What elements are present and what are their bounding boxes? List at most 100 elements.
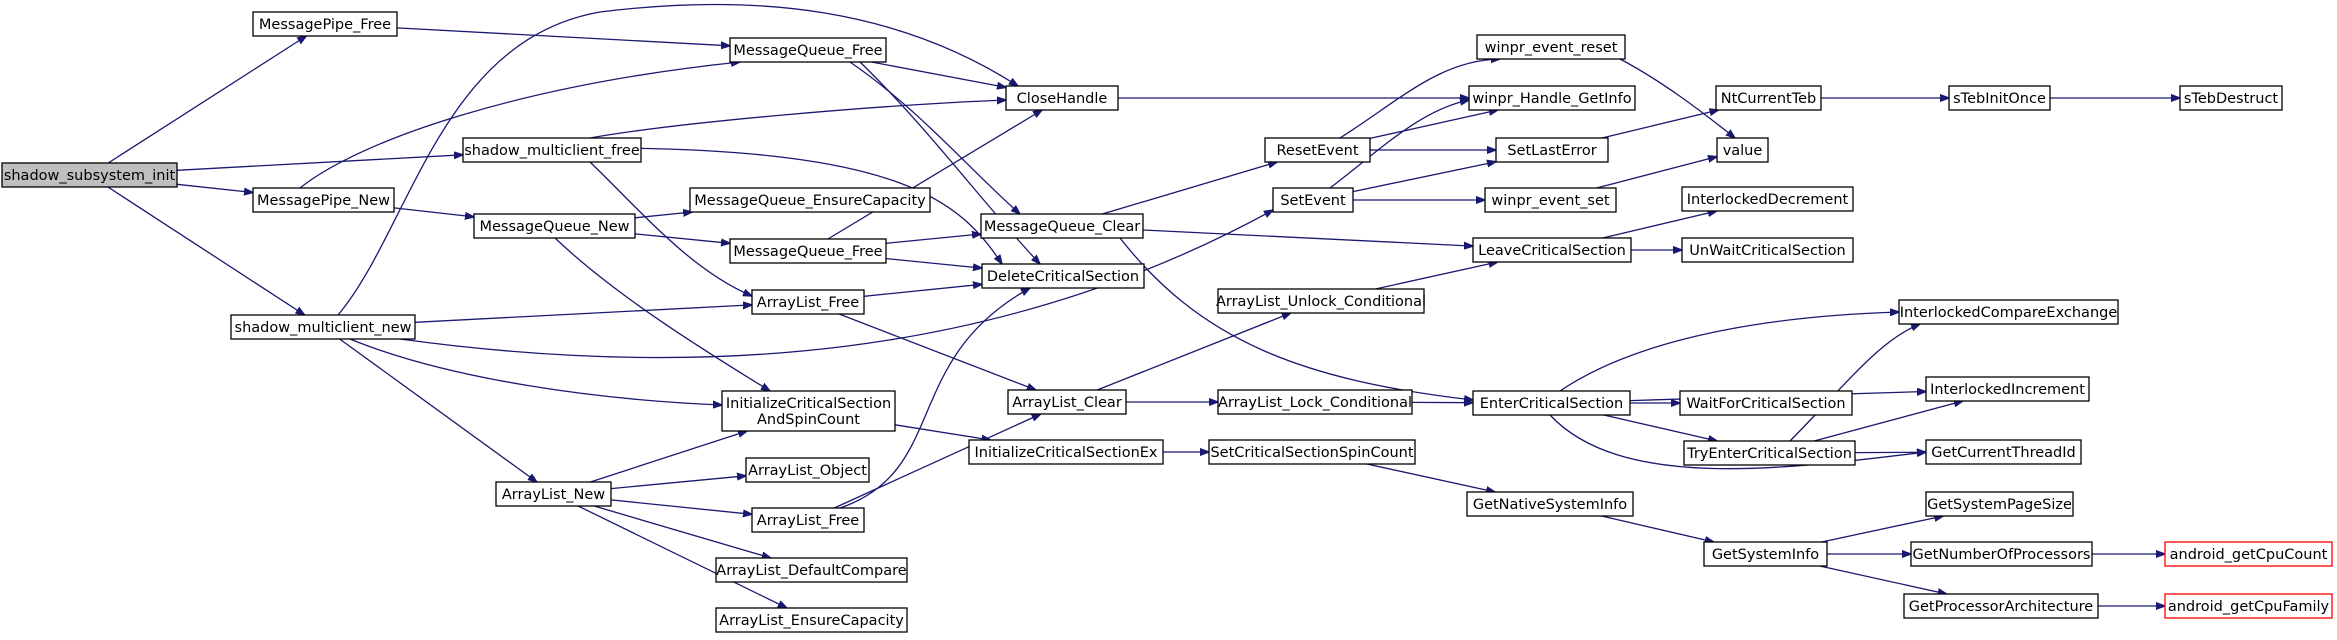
node-box xyxy=(729,238,887,264)
edge-ArrayList_Free_1-to-DeleteCriticalSection xyxy=(863,284,982,297)
nodes-layer: shadow_subsystem_init MessagePipe_Freesha… xyxy=(1,11,2333,633)
node-MessageQueue_Free_1[interactable]: MessageQueue_Free xyxy=(729,37,887,63)
edge-MessagePipe_Free-to-MessageQueue_Free_1 xyxy=(396,27,730,46)
edge-ArrayList_New-to-ArrayList_Object xyxy=(610,476,746,490)
node-ArrayList_DefaultCompare[interactable]: ArrayList_DefaultCompare xyxy=(715,557,908,583)
node-box xyxy=(1264,137,1371,163)
node-GetNativeSystemInfo[interactable]: GetNativeSystemInfo xyxy=(1466,491,1634,517)
node-winpr_event_set[interactable]: winpr_event_set xyxy=(1484,187,1617,213)
node-box xyxy=(2164,541,2333,567)
node-box xyxy=(2179,85,2283,111)
node-ArrayList_Lock_Conditional[interactable]: ArrayList_Lock_Conditional xyxy=(1217,389,1413,415)
node-InterlockedIncrement[interactable]: InterlockedIncrement xyxy=(1925,376,2090,402)
node-ArrayList_EnsureCapacity[interactable]: ArrayList_EnsureCapacity xyxy=(715,607,908,633)
node-ArrayList_Free_2[interactable]: ArrayList_Free xyxy=(751,507,865,533)
node-sTebDestruct[interactable]: sTebDestruct xyxy=(2179,85,2283,111)
node-InitializeCriticalSectionEx[interactable]: InitializeCriticalSectionEx xyxy=(968,439,1164,465)
node-WaitForCriticalSection[interactable]: WaitForCriticalSection xyxy=(1679,390,1853,416)
node-box xyxy=(729,37,887,63)
node-label: MessagePipe_New xyxy=(257,193,390,209)
node-DeleteCriticalSection[interactable]: DeleteCriticalSection xyxy=(981,263,1145,289)
node-EnterCriticalSection[interactable]: EnterCriticalSection xyxy=(1472,390,1631,416)
node-MessageQueue_New[interactable]: MessageQueue_New xyxy=(473,213,636,239)
node-value[interactable]: value xyxy=(1716,137,1769,163)
node-GetCurrentThreadId[interactable]: GetCurrentThreadId xyxy=(1925,439,2082,465)
node-label: EnterCriticalSection xyxy=(1480,396,1624,412)
edge-MessageQueue_Free_1-to-DeleteCriticalSection xyxy=(859,61,1040,264)
node-GetSystemPageSize[interactable]: GetSystemPageSize xyxy=(1925,491,2074,517)
node-label: ArrayList_Clear xyxy=(1012,395,1122,411)
node-CloseHandle[interactable]: CloseHandle xyxy=(1005,85,1119,111)
edge-SetEvent-to-SetLastError xyxy=(1352,162,1496,193)
node-ArrayList_Object[interactable]: ArrayList_Object xyxy=(745,457,870,483)
edge-MessageQueue_New-to-MessageQueue_Free_2 xyxy=(634,233,730,243)
node-box xyxy=(2164,593,2333,619)
edge-ArrayList_Free_1-to-ArrayList_Clear xyxy=(838,313,1036,390)
node-MessagePipe_New[interactable]: MessagePipe_New xyxy=(252,187,395,213)
node-box xyxy=(980,213,1144,239)
node-shadow_subsystem_init[interactable]: shadow_subsystem_init xyxy=(1,162,178,188)
node-box xyxy=(968,439,1164,465)
node-box xyxy=(495,481,612,507)
node-android_getCpuCount[interactable]: android_getCpuCount xyxy=(2164,541,2333,567)
node-label: ArrayList_DefaultCompare xyxy=(716,563,906,579)
node-NtCurrentTeb[interactable]: NtCurrentTeb xyxy=(1715,85,1822,111)
node-UnWaitCriticalSection[interactable]: UnWaitCriticalSection xyxy=(1681,237,1854,263)
node-MessageQueue_Free_2[interactable]: MessageQueue_Free xyxy=(729,238,887,264)
node-MessageQueue_Clear[interactable]: MessageQueue_Clear xyxy=(980,213,1144,239)
node-box xyxy=(1903,593,2099,619)
node-MessageQueue_EnsureCapacity[interactable]: MessageQueue_EnsureCapacity xyxy=(689,187,931,213)
node-LeaveCriticalSection[interactable]: LeaveCriticalSection xyxy=(1472,237,1632,263)
node-MessagePipe_Free[interactable]: MessagePipe_Free xyxy=(252,11,398,37)
node-SetEvent[interactable]: SetEvent xyxy=(1272,187,1354,213)
node-box xyxy=(1703,541,1828,567)
node-label: ArrayList_New xyxy=(502,487,605,503)
node-winpr_Handle_GetInfo[interactable]: winpr_Handle_GetInfo xyxy=(1468,85,1636,111)
node-GetSystemInfo[interactable]: GetSystemInfo xyxy=(1703,541,1828,567)
node-box xyxy=(473,213,636,239)
node-box xyxy=(1468,85,1636,111)
node-InterlockedDecrement[interactable]: InterlockedDecrement xyxy=(1681,186,1854,212)
edge-SetLastError-to-NtCurrentTeb xyxy=(1601,110,1719,139)
node-label: ArrayList_Lock_Conditional xyxy=(1218,395,1412,411)
node-GetProcessorArchitecture[interactable]: GetProcessorArchitecture xyxy=(1903,593,2099,619)
edge-ResetEvent-to-winpr_event_reset xyxy=(1339,59,1500,139)
node-InterlockedCompareExchange[interactable]: InterlockedCompareExchange xyxy=(1898,299,2119,325)
edge-TryEnterCriticalSection-to-InterlockedIncrement xyxy=(1813,401,1963,442)
node-SetLastError[interactable]: SetLastError xyxy=(1495,137,1609,163)
node-label: GetNativeSystemInfo xyxy=(1473,497,1627,513)
node-shadow_multiclient_free[interactable]: shadow_multiclient_free xyxy=(462,137,642,163)
node-box xyxy=(1495,137,1609,163)
node-shadow_multiclient_new[interactable]: shadow_multiclient_new xyxy=(230,314,416,340)
edge-MessageQueue_Free_1-to-MessageQueue_Clear xyxy=(849,61,1020,214)
node-ResetEvent[interactable]: ResetEvent xyxy=(1264,137,1371,163)
node-label: sTebDestruct xyxy=(2184,91,2279,107)
edge-ArrayList_New-to-ArrayList_EnsureCapacity xyxy=(577,505,787,608)
edge-MessagePipe_New-to-MessageQueue_Free_1 xyxy=(299,62,740,189)
edge-shadow_multiclient_new-to-CloseHandle xyxy=(337,3,1018,316)
node-winpr_event_reset[interactable]: winpr_event_reset xyxy=(1476,34,1626,60)
node-ArrayList_Unlock_Conditional[interactable]: ArrayList_Unlock_Conditional xyxy=(1216,288,1426,314)
edge-MessageQueue_Free_1-to-CloseHandle xyxy=(871,61,1007,87)
node-label: android_getCpuFamily xyxy=(2168,599,2330,615)
node-ArrayList_Free_1[interactable]: ArrayList_Free xyxy=(751,289,865,315)
node-box xyxy=(1208,439,1416,465)
node-android_getCpuFamily[interactable]: android_getCpuFamily xyxy=(2164,593,2333,619)
node-label: TryEnterCriticalSection xyxy=(1686,446,1852,462)
node-box xyxy=(721,390,896,432)
edge-shadow_subsystem_init-to-shadow_multiclient_free xyxy=(176,155,463,171)
node-label: MessageQueue_Clear xyxy=(984,219,1140,235)
node-box xyxy=(1925,491,2074,517)
edge-shadow_multiclient_free-to-DeleteCriticalSection xyxy=(611,147,1002,264)
node-ArrayList_Clear[interactable]: ArrayList_Clear xyxy=(1007,389,1127,415)
node-TryEnterCriticalSection[interactable]: TryEnterCriticalSection xyxy=(1683,440,1856,466)
node-box xyxy=(981,263,1145,289)
node-label: winpr_event_reset xyxy=(1485,40,1618,56)
node-ArrayList_New[interactable]: ArrayList_New xyxy=(495,481,612,507)
node-SetCriticalSectionSpinCount[interactable]: SetCriticalSectionSpinCount xyxy=(1208,439,1416,465)
node-sTebInitOnce[interactable]: sTebInitOnce xyxy=(1948,85,2051,111)
node-box xyxy=(715,557,908,583)
node-label: ArrayList_Free xyxy=(757,513,859,529)
node-GetNumberOfProcessors[interactable]: GetNumberOfProcessors xyxy=(1910,541,2093,567)
